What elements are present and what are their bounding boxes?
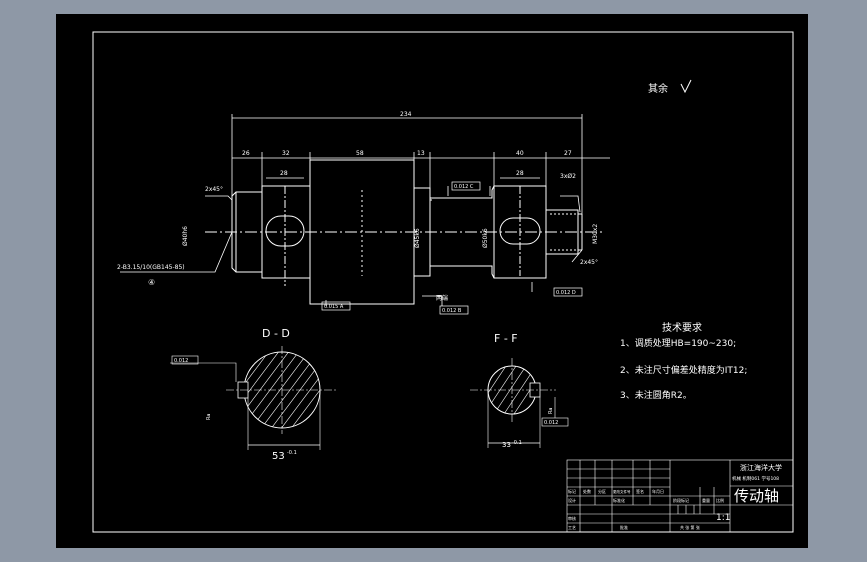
- tech-item-1: 1、调质处理HB=190~230;: [620, 337, 736, 349]
- tb-label-2: 分区: [598, 488, 606, 494]
- tech-requirements: 技术要求 1、调质处理HB=190~230; 2、未注尺寸偏差处精度为IT12;…: [620, 321, 747, 401]
- tech-title: 技术要求: [662, 321, 702, 334]
- dim-k1-text: 28: [280, 170, 288, 177]
- tb-label-14: 共 张 第 张: [680, 524, 700, 530]
- tb-label-8: 阶段标记: [673, 497, 689, 503]
- tech-item-2: 2、未注尺寸偏差处精度为IT12;: [620, 364, 747, 376]
- tol-b-text: 0.012 B: [442, 308, 462, 314]
- dimension-texts: 234 26 32 58 13 40 27 28 28 2x45° 2x45° …: [117, 111, 599, 302]
- title-class-line: 机械 机制061 学号108: [732, 475, 779, 482]
- dim-d6-text: 27: [564, 150, 572, 157]
- label-both-text: 两端: [436, 294, 448, 302]
- section-f-width: 33: [502, 441, 511, 449]
- tb-label-5: 年月日: [652, 488, 664, 494]
- dim-k2-text: 28: [516, 170, 524, 177]
- dim-chamfer-left-text: 2x45°: [205, 186, 223, 193]
- dim-dia-right-text: M30x2: [592, 224, 599, 244]
- dim-d3-text: 58: [356, 150, 364, 157]
- roughness-note-text: 其余: [648, 82, 668, 95]
- dim-d4-text: 13: [417, 150, 425, 157]
- section-d-sym-text: 0.012: [174, 358, 188, 364]
- tb-label-13: 批准: [620, 524, 628, 530]
- dim-d1-text: 26: [242, 150, 250, 157]
- section-f: F - F 33 -0.1 0.012 Ra: [470, 332, 569, 449]
- section-f-title: F - F: [494, 332, 518, 345]
- inner-border: [92, 31, 794, 533]
- dimension-lines: [120, 114, 610, 306]
- dim-dia-mid2-text: Ø50k6: [482, 228, 489, 248]
- leader-thread: [560, 195, 581, 213]
- tb-label-11: 审核: [568, 515, 576, 521]
- tb-label-3: 更改文件号: [613, 489, 631, 494]
- tb-label-9: 重量: [702, 497, 710, 503]
- shaft-main-view: [205, 159, 605, 305]
- dim-chamfer-right-text: 2x45°: [580, 259, 598, 266]
- tb-label-1: 处数: [583, 488, 591, 494]
- tech-item-3: 3、未注圆角R2。: [620, 389, 692, 401]
- tol-a-text: 0.015 A: [324, 304, 344, 310]
- title-scale: 1:1: [716, 513, 730, 523]
- tol-c-text: 0.012 C: [454, 184, 474, 190]
- leader-chamfer-right: [571, 249, 583, 263]
- section-d-roughness: Ra: [206, 414, 212, 420]
- tb-label-0: 标记: [568, 488, 576, 494]
- tb-label-7: 标准化: [613, 497, 625, 503]
- title-school: 浙江海洋大学: [740, 463, 782, 472]
- section-f-sym-text: 0.012: [544, 420, 558, 426]
- dim-dia-mid1-text: Ø45k6: [414, 228, 421, 248]
- section-d-width: 53: [272, 451, 285, 462]
- dim-dia-left-text: Ø40h6: [182, 226, 189, 246]
- drawing-sheet: [56, 14, 808, 548]
- section-d-title: D - D: [262, 327, 290, 340]
- section-d: D - D 53 -0.1 0.012 Ra: [170, 327, 338, 462]
- center-hole-marker: ④: [148, 278, 155, 287]
- roughness-note: 其余: [648, 79, 692, 95]
- tol-d-text: 0.012 D: [556, 290, 576, 296]
- leader-chamfer-left: [205, 195, 233, 201]
- tb-label-12: 工艺: [568, 525, 576, 530]
- leader-center-hole: [120, 231, 233, 273]
- title-block-texts: 浙江海洋大学 机械 机制061 学号108 传动轴 1:1 标记 处数 分区 更…: [568, 463, 782, 530]
- dim-overall-text: 234: [400, 111, 412, 118]
- dim-d5-text: 40: [516, 150, 524, 157]
- section-f-roughness: Ra: [548, 408, 554, 414]
- dim-center-hole-text: 2-B3.15/10(GB145-85): [117, 264, 185, 271]
- tb-label-10: 比例: [716, 497, 724, 503]
- title-block: [566, 459, 794, 533]
- title-part-name: 传动轴: [734, 487, 779, 505]
- tb-label-4: 签名: [636, 488, 644, 494]
- dim-d2-text: 32: [282, 150, 290, 157]
- roughness-check-icon: [680, 79, 692, 94]
- section-d-width-tol: -0.1: [287, 450, 297, 456]
- section-f-width-tol: -0.1: [512, 440, 522, 446]
- leader-both: [422, 295, 443, 306]
- dim-thread-text: 3xØ2: [560, 173, 576, 180]
- tolerance-frames: 0.015 A 0.012 B 0.012 C 0.012 D: [321, 181, 583, 315]
- tb-label-6: 设计: [568, 497, 576, 503]
- shaft-right-bottom: [430, 249, 582, 279]
